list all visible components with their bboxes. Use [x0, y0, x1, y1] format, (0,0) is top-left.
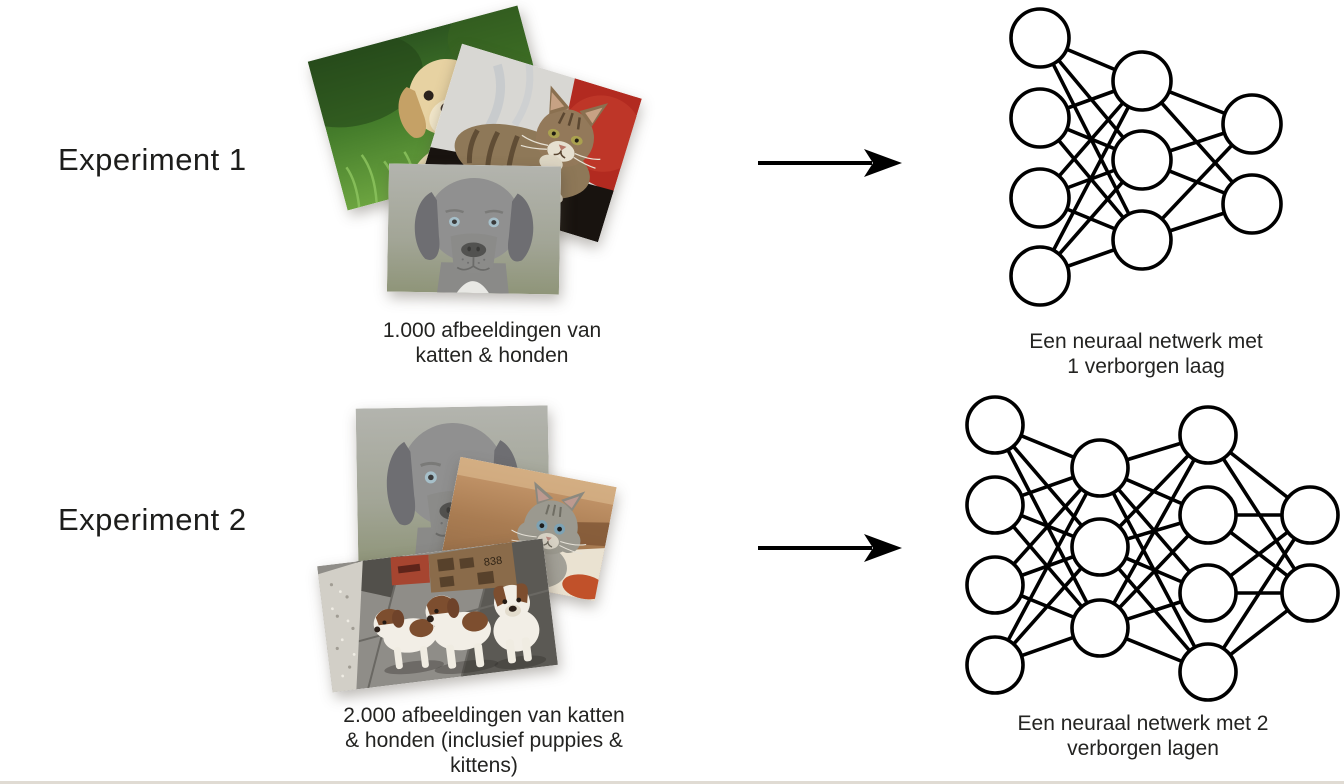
caption-line: 1.000 afbeeldingen van	[382, 319, 602, 342]
arrow-right-icon	[758, 149, 902, 177]
experiment-2-label: Experiment 2	[58, 502, 247, 537]
network-node	[1070, 517, 1130, 577]
dataset-caption-2: 2.000 afbeeldingen van katten & honden (…	[343, 703, 624, 778]
puppies-photo: 838	[317, 538, 558, 693]
network-node	[1070, 598, 1130, 658]
arrow-right-icon	[758, 534, 902, 562]
network-node	[1070, 438, 1130, 498]
network-caption-2: Een neuraal netwerk met 2 verborgen lage…	[1018, 711, 1269, 761]
network-node	[1111, 129, 1173, 191]
dataset-caption-1: 1.000 afbeeldingen van katten & honden	[383, 318, 601, 368]
caption-line: kittens)	[450, 754, 518, 777]
network-caption-1: Een neuraal netwerk met 1 verborgen laag	[1029, 329, 1262, 379]
box-label-text: 838	[483, 555, 503, 569]
network-node	[965, 395, 1025, 455]
caption-line: 1 verborgen laag	[1067, 355, 1225, 378]
caption-line: verborgen lagen	[1067, 737, 1219, 760]
network-node	[965, 555, 1025, 615]
caption-line: katten & honden	[415, 344, 569, 367]
neural-network-1-hidden-layer	[1009, 7, 1283, 307]
network-node	[1178, 485, 1238, 545]
network-node	[1009, 7, 1071, 69]
experiment-1-label: Experiment 1	[58, 142, 247, 177]
network-node	[1178, 563, 1238, 623]
network-node	[1111, 209, 1173, 271]
caption-line: Een neuraal netwerk met 2	[1017, 712, 1269, 735]
network-node	[1221, 173, 1283, 235]
network-node	[1221, 93, 1283, 155]
caption-line: Een neuraal netwerk met	[1029, 330, 1263, 353]
network-node	[965, 635, 1025, 695]
bottom-edge-line	[0, 781, 1344, 784]
caption-line: & honden (inclusief puppies &	[345, 729, 623, 752]
network-node	[1009, 245, 1071, 307]
caption-line: 2.000 afbeeldingen van katten	[343, 704, 625, 727]
network-node	[1178, 642, 1238, 702]
network-node	[1009, 87, 1071, 149]
network-node	[1111, 50, 1173, 112]
network-node	[1009, 167, 1071, 229]
network-node	[1280, 485, 1340, 545]
network-node	[1178, 405, 1238, 465]
network-node	[965, 475, 1025, 535]
neural-network-2-hidden-layers	[965, 395, 1340, 702]
network-node	[1280, 563, 1340, 623]
gray-dog-photo	[386, 163, 562, 295]
